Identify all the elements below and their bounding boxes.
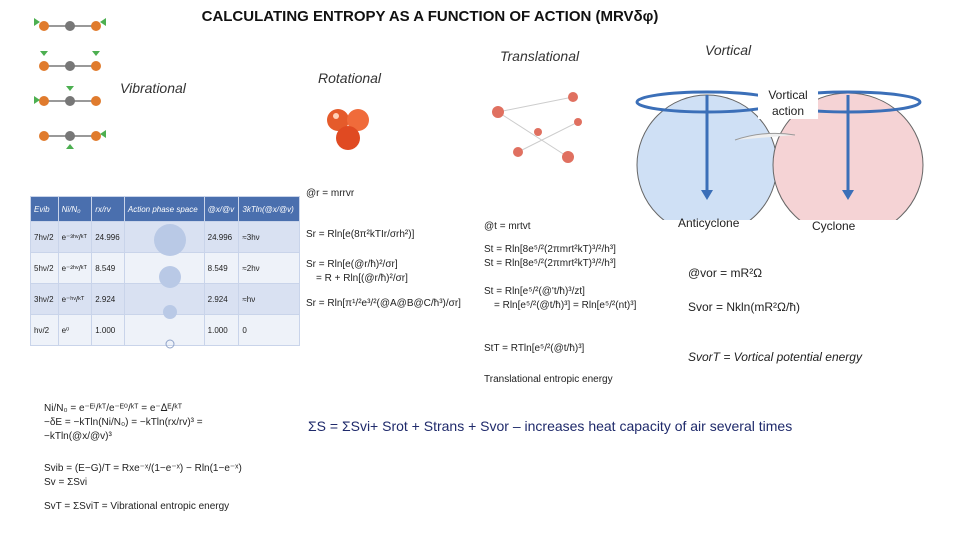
vortical-entropy-eq: Svor = Nkln(mR²Ω/ħ) xyxy=(688,300,800,314)
vibrational-population-eq: Ni/N₀ = e⁻ᴱⁱ/ᵏᵀ/e⁻ᴱ⁰/ᵏᵀ = e⁻ᐃᴱ/ᵏᵀ xyxy=(44,403,183,414)
translational-action-eq: @t = mrtvt xyxy=(484,221,531,232)
rotational-entropy-eq-3: = R + Rln[(@r/ħ)²/σr] xyxy=(316,273,408,284)
phase-space-circles xyxy=(154,224,186,349)
table-cell: 2.924 xyxy=(203,283,240,315)
phase-circle-icon xyxy=(165,339,175,349)
table-cell: 2.924 xyxy=(91,283,125,315)
rotational-entropy-eq-1: Sr = Rln[e(8π²kTIr/σrh²)] xyxy=(306,229,415,240)
rotational-entropy-eq-4: Sr = Rln[π¹/²e³/²(@A@B@C/ħ³)/σr] xyxy=(306,298,461,309)
rotational-entropy-eq-2: Sr = Rln[e(@r/ħ)²/σr] xyxy=(306,259,398,270)
vortical-energy-eq: SvorT = Vortical potential energy xyxy=(688,350,862,364)
table-cell: 8.549 xyxy=(203,252,240,284)
rotational-heading: Rotational xyxy=(318,70,382,86)
vibrational-energy-eq-1: −δE = −kTln(Ni/N₀) = −kTln(rx/rv)³ = xyxy=(44,417,203,428)
phase-circle-icon xyxy=(159,266,181,288)
table-cell: 7hν/2 xyxy=(30,221,59,253)
vibrational-molecule-icons xyxy=(34,18,106,149)
molecule-icon xyxy=(39,130,106,149)
translational-entropy-eq-1: St = Rln[8e⁵/²(2πmrt²kT)³/²/h³] xyxy=(484,244,616,255)
table-cell: 3hν/2 xyxy=(30,283,59,315)
entropy-summary: ΣS = ΣSvi+ Srot + Strans + Svor – increa… xyxy=(308,418,793,434)
translational-entropy-eq-3: St = Rln[e⁵/²(@'t/ħ)³/zt] xyxy=(484,286,585,297)
vortical-diagram xyxy=(635,90,924,220)
vibrational-entropy-eq: Svib = (E−G)/T = Rxe⁻ˣ/(1−e⁻ˣ) − Rln(1−e… xyxy=(44,463,242,474)
rotational-action-eq: @r = mrrvr xyxy=(306,188,355,199)
vortical-action-label: Vortical action xyxy=(758,88,818,120)
translational-entropy-eq-2: St = Rln[8e⁵/²(2πmrt²kT)³/²/h³] xyxy=(484,258,616,269)
molecule-icon xyxy=(34,86,101,106)
table-cell: 0 xyxy=(238,314,300,346)
table-cell: 24.996 xyxy=(91,221,125,253)
translational-entropy-eq-4: = Rln[e⁵/²(@t/ħ)³] = Rln[e⁵/²(nt)³] xyxy=(494,300,637,311)
translational-caption: Translational entropic energy xyxy=(484,374,613,385)
table-cell: ≈3hν xyxy=(238,221,300,253)
translational-heading: Translational xyxy=(500,48,580,64)
anticyclone-label: Anticyclone xyxy=(678,216,740,230)
phase-circle-icon xyxy=(163,305,177,319)
table-header: Ni/N₀ xyxy=(57,196,93,222)
table-header: 3kTln(@x/@v) xyxy=(238,196,300,222)
molecule-icon xyxy=(39,51,101,71)
table-header: Action phase space xyxy=(123,196,205,222)
vortical-heading: Vortical xyxy=(705,42,752,58)
table-header: Evib xyxy=(30,196,59,222)
rotational-molecule-image xyxy=(327,109,369,150)
translational-energy-eq: StT = RTln[e⁵/²(@t/ħ)³] xyxy=(484,343,585,354)
table-cell: 8.549 xyxy=(91,252,125,284)
translational-particles-image xyxy=(492,92,582,163)
vibrational-sum-eq: Sv = ΣSvi xyxy=(44,477,88,488)
table-cell: 5hν/2 xyxy=(30,252,59,284)
molecule-icon xyxy=(34,18,106,31)
phase-circle-icon xyxy=(154,224,186,256)
vibrational-heading: Vibrational xyxy=(120,80,186,96)
vibrational-energy-caption: SvT = ΣSviT = Vibrational entropic energ… xyxy=(44,501,230,512)
page-title: CALCULATING ENTROPY AS A FUNCTION OF ACT… xyxy=(201,8,659,25)
table-row: hν/2 e⁰ 1.000 1.000 0 xyxy=(30,314,300,346)
table-cell: 1.000 xyxy=(203,314,240,346)
table-cell: e⁻ʰᵛ/ᵏᵀ xyxy=(57,283,93,315)
table-cell: e⁰ xyxy=(57,314,93,346)
table-cell: hν/2 xyxy=(30,314,59,346)
phase-space-cell xyxy=(123,314,205,346)
table-cell: 24.996 xyxy=(203,221,240,253)
table-cell: e⁻³ʰᵛ/ᵏᵀ xyxy=(57,221,93,253)
table-header: @x/@v xyxy=(203,196,240,222)
vibrational-energy-eq-2: −kTln(@x/@v)³ xyxy=(44,431,112,442)
table-header-row: Evib Ni/N₀ rx/rv Action phase space @x/@… xyxy=(30,196,300,222)
table-cell: ≈2hν xyxy=(238,252,300,284)
table-cell: ≈hν xyxy=(238,283,300,315)
vortical-action-eq: @vor = mR²Ω xyxy=(688,266,763,280)
table-cell: 1.000 xyxy=(91,314,125,346)
table-header: rx/rv xyxy=(91,196,125,222)
cyclone-label: Cyclone xyxy=(812,219,856,233)
table-cell: e⁻²ʰᵛ/ᵏᵀ xyxy=(57,252,93,284)
